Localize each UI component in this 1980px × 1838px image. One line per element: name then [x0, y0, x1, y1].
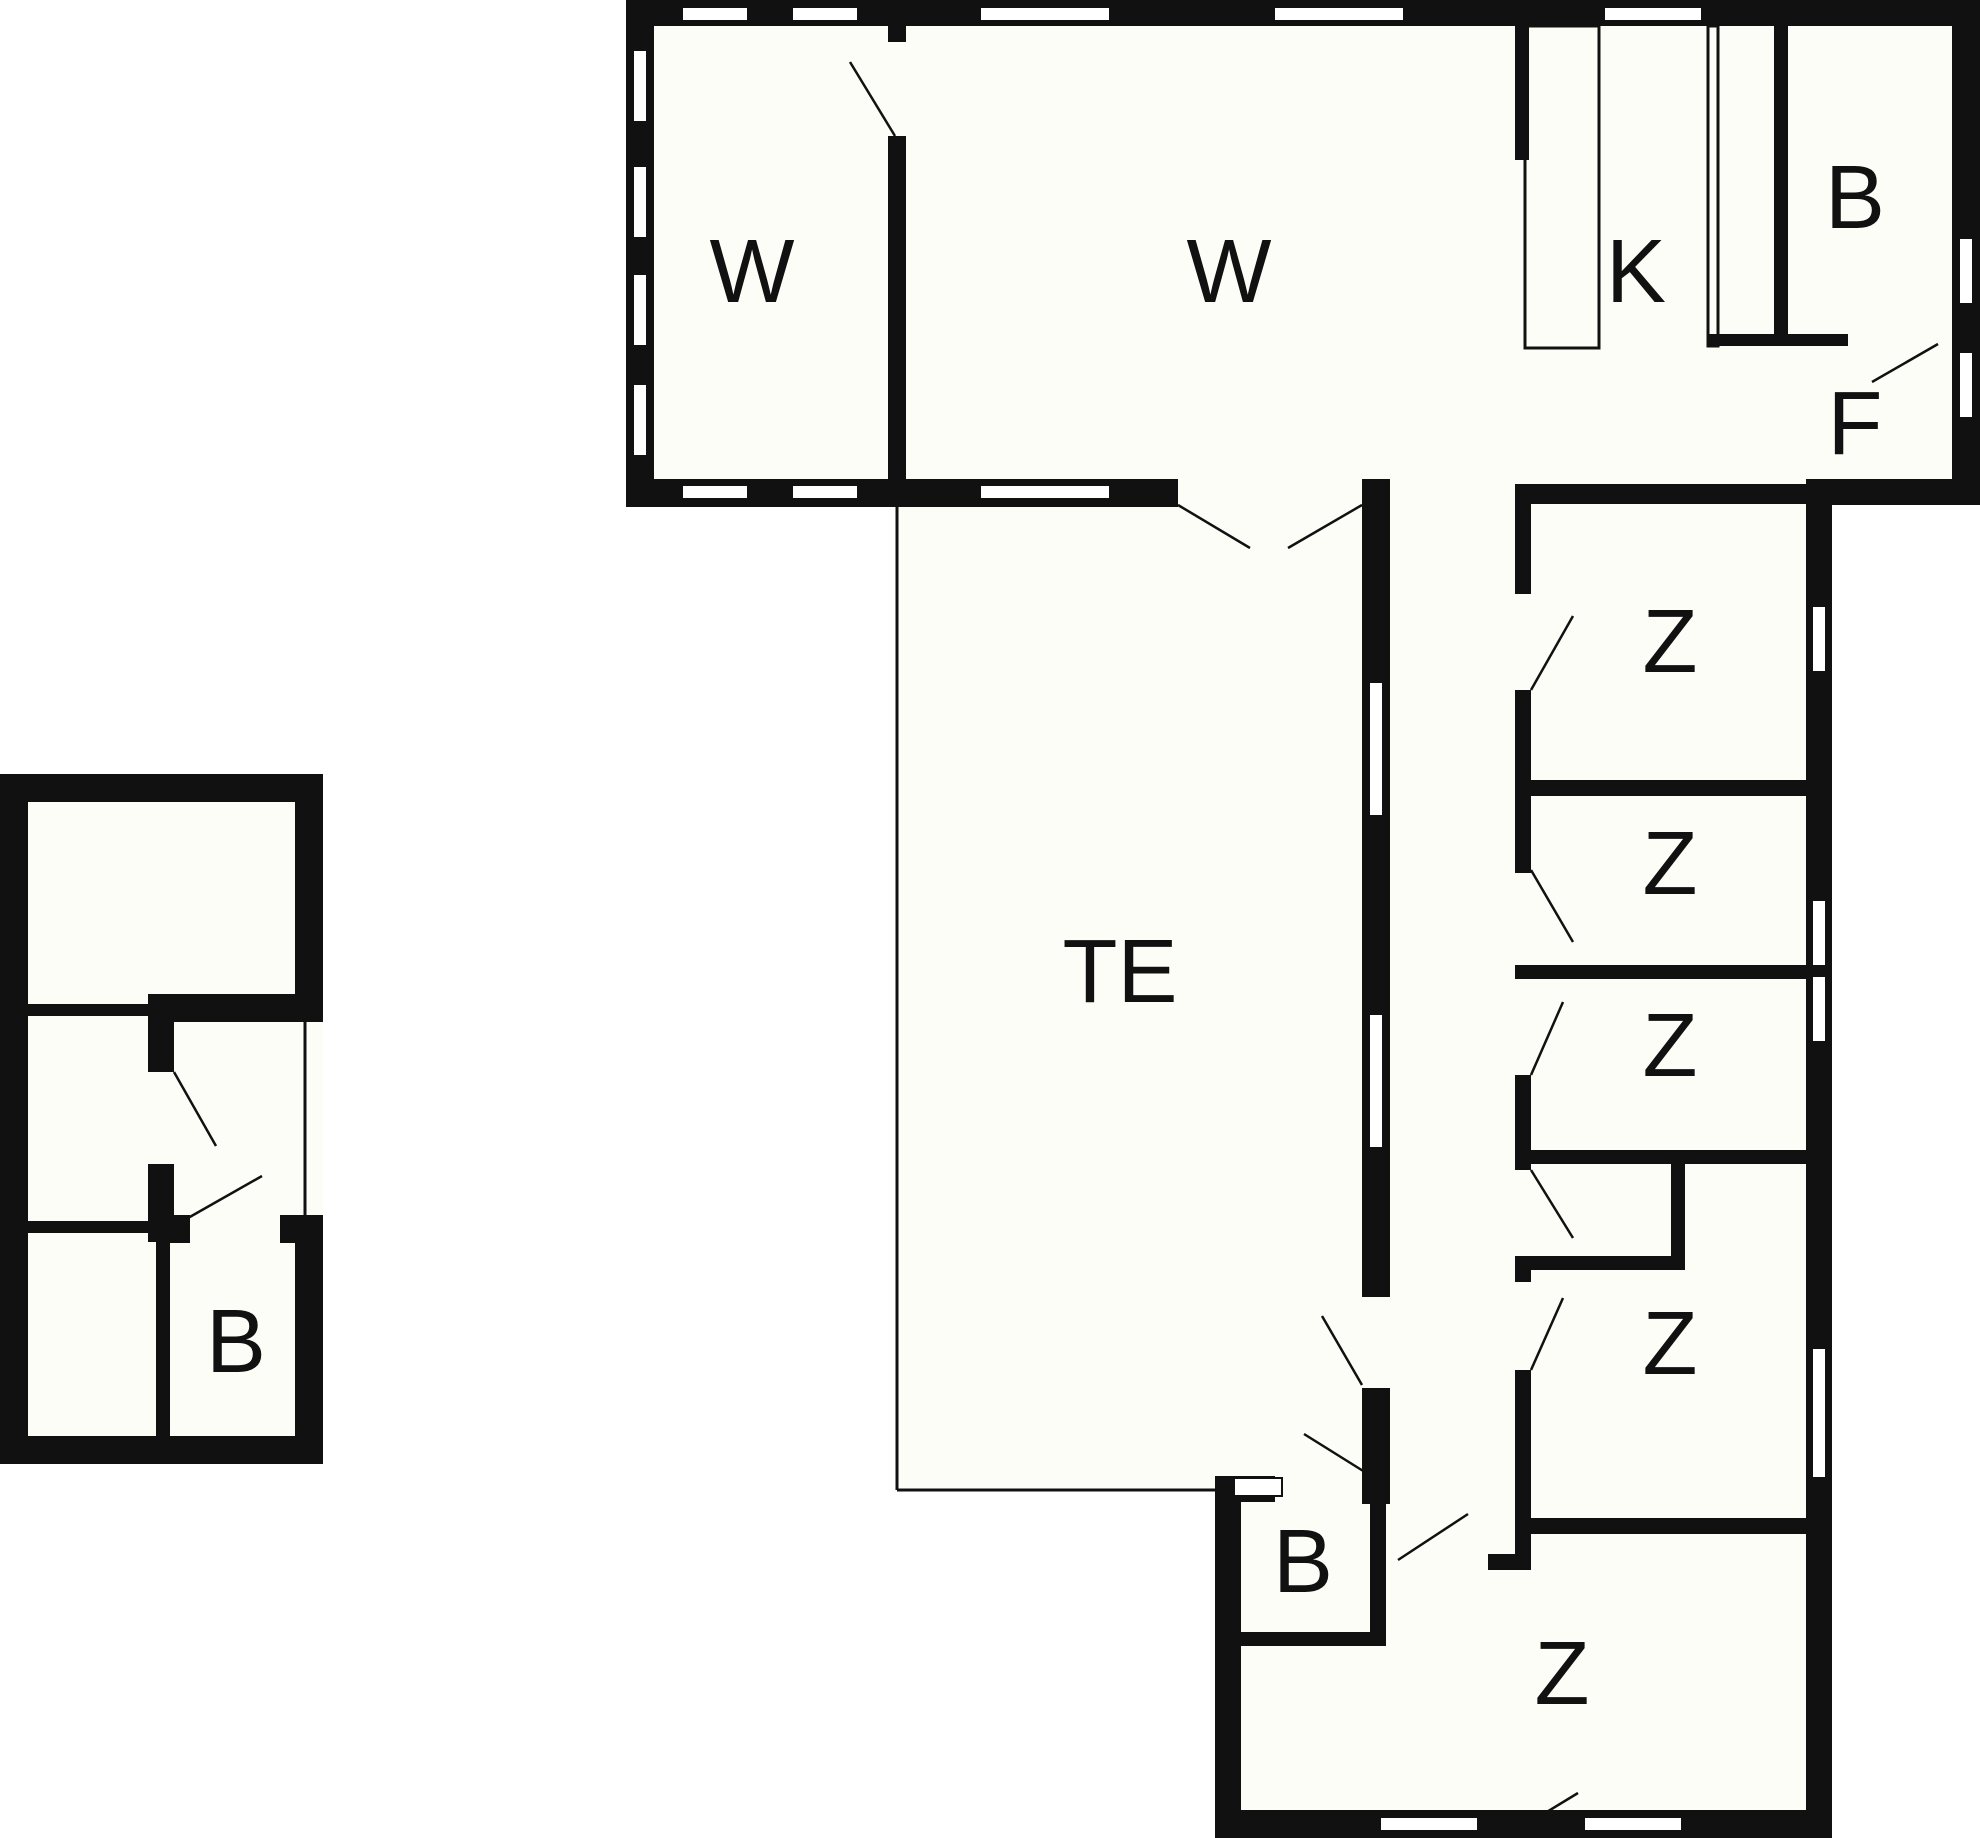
room-label-z4: Z [1643, 1294, 1698, 1394]
room-label-k: K [1606, 222, 1666, 322]
room-labels: W W K B F TE Z Z Z Z B Z B [206, 148, 1885, 1724]
room-label-z3: Z [1643, 996, 1698, 1096]
room-label-w-main: W [1187, 222, 1272, 322]
room-label-b-top: B [1825, 148, 1885, 248]
te-wing-walls [895, 479, 1390, 1504]
z-column-walls [1488, 479, 1832, 1831]
room-label-z5: Z [1535, 1624, 1590, 1724]
room-label-b-annex: B [206, 1292, 266, 1392]
room-label-te: TE [1062, 922, 1177, 1022]
room-label-f: F [1828, 374, 1883, 474]
annex-walls [0, 774, 323, 1464]
room-label-z2: Z [1643, 814, 1698, 914]
door-swings [172, 61, 1939, 1838]
windows [632, 6, 1974, 1832]
kitchen-counters [1523, 24, 1720, 350]
room-label-z1: Z [1643, 592, 1698, 692]
room-label-w-left: W [710, 222, 795, 322]
room-label-b-mid: B [1273, 1512, 1333, 1612]
